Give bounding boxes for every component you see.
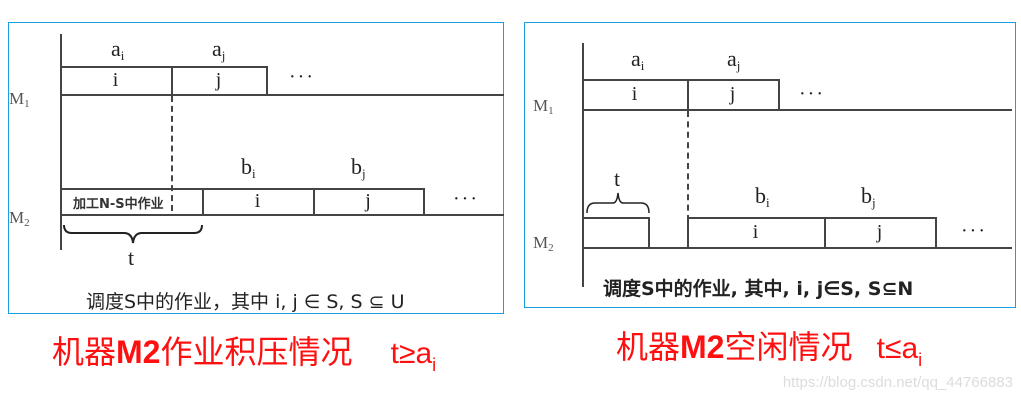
watermark: https://blog.csdn.net/qq_44766883 [782,374,1013,391]
m1-end [266,66,268,94]
m2-job-i: i [254,190,261,212]
m2-divider-2 [313,188,315,214]
m2-divider [824,217,826,247]
b-j-label: bj [351,154,366,181]
a-j-label: aj [212,36,226,63]
left-title: 机器M2作业积压情况 t≥ai [52,333,437,375]
m2-prior-job-top [582,217,648,219]
m1-job-i: i [631,83,638,105]
m2-prior-job-end [648,217,650,247]
m1-ellipsis: ··· [799,83,825,105]
right-title: 机器M2空闲情况 t≤ai [616,328,923,370]
time-axis [582,43,584,287]
b-i-label: bi [241,154,256,181]
right-caption: 调度S中的作业, 其中, i, j∈S, S⊆N [603,278,914,300]
a-j-label: aj [727,46,741,73]
dashed-sync-line [687,111,689,221]
m2-baseline [60,214,504,216]
t-brace [586,192,650,214]
left-diagram-panel: M1 M2 ai aj i j ··· bi bj 加工N-S中作业 i j ·… [8,22,504,314]
dashed-sync-line [171,96,173,211]
t-label: t [614,166,621,191]
m2-end [935,217,937,247]
right-diagram-panel: M1 M2 ai aj i j ··· t bi bj i j ··· 调度S中… [524,22,1016,308]
b-j-label: bj [861,183,876,210]
m1-label: M1 [533,96,554,117]
m1-ellipsis: ··· [289,66,315,88]
m1-job-j: j [729,83,736,105]
m1-divider [171,66,173,94]
t-label: t [128,245,135,270]
m2-start [687,217,689,247]
m2-ellipsis: ··· [961,220,987,242]
a-i-label: ai [111,36,125,63]
m2-ellipsis: ··· [453,188,479,210]
m2-job-top [687,217,935,219]
m1-job-top [60,66,266,68]
m2-label: M2 [533,233,554,254]
m2-backlog-job: 加工N-S中作业 [73,197,164,212]
m2-job-top [60,188,423,190]
m1-end [778,79,780,109]
t-brace [63,224,203,244]
m2-divider-1 [202,188,204,214]
m1-label: M1 [9,89,30,110]
m2-label: M2 [9,208,30,229]
b-i-label: bi [755,183,770,210]
m2-job-j: j [365,190,371,212]
m2-baseline [582,247,1012,249]
m1-job-i: i [112,69,119,91]
a-i-label: ai [631,46,645,73]
m1-baseline [582,109,1012,111]
m1-divider [687,79,689,109]
left-caption: 调度S中的作业，其中 i, j ∈ S, S ⊆ U [86,291,405,313]
m2-job-i: i [752,221,759,243]
m1-baseline [60,94,504,96]
time-axis [60,34,62,250]
m1-job-j: j [215,69,222,91]
m2-end [423,188,425,214]
m1-job-top [582,79,778,81]
m2-job-j: j [876,221,883,243]
